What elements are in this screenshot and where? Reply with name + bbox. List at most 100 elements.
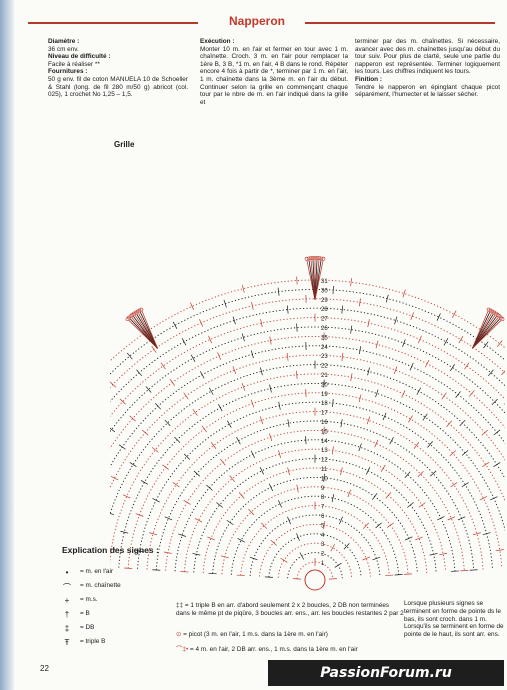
stitch-mark <box>482 532 491 536</box>
stitch-mark <box>210 442 217 449</box>
stitch-mark <box>358 443 362 452</box>
picot-mark <box>500 317 505 321</box>
stitch-mark <box>164 419 171 427</box>
legend-label: = DB <box>80 624 95 631</box>
stitch-mark <box>417 335 422 344</box>
picot-mark <box>133 310 138 315</box>
stitch-mark <box>220 555 229 559</box>
stitch-mark <box>237 538 245 543</box>
picot-mark <box>321 256 326 261</box>
stitch-mark <box>250 450 255 459</box>
stitch-mark <box>472 532 481 536</box>
stitch-mark <box>199 319 204 327</box>
stitch-mark <box>220 458 226 466</box>
stitch-mark <box>429 470 437 477</box>
round-number: 30 <box>321 288 328 294</box>
chain-round-arc <box>110 345 505 468</box>
page-spine <box>0 0 14 690</box>
chain-round-arc <box>287 552 343 579</box>
page-number: 22 <box>40 664 49 673</box>
header-rule-left <box>28 22 198 24</box>
stitch-mark <box>269 433 273 442</box>
note-triple-b: ‡‡ = 1 triple B en arr. d'abord seulemen… <box>176 602 404 617</box>
stitch-mark <box>260 367 263 376</box>
round-number: 4 <box>321 533 325 539</box>
stitch-mark <box>162 464 169 470</box>
stitch-mark <box>380 464 386 472</box>
chain-round-arc <box>277 542 353 578</box>
stitch-mark <box>286 305 289 314</box>
stitch-mark <box>372 556 381 561</box>
stitch-mark <box>504 403 505 405</box>
stitch-mark <box>460 570 469 572</box>
stitch-mark <box>331 494 335 503</box>
fan-stitch <box>141 311 158 349</box>
legend-title: Explication des signes : <box>62 545 159 555</box>
stitch-mark <box>238 492 245 499</box>
picot-mark <box>137 308 142 313</box>
stitch-mark <box>413 442 420 449</box>
stitch-mark <box>464 362 470 370</box>
stitch-mark <box>241 382 246 391</box>
stitch-mark <box>192 553 201 556</box>
stitch-mark <box>350 373 353 382</box>
stitch-mark <box>151 345 157 353</box>
round-number: 12 <box>321 458 328 464</box>
legend-symbol-icon: + <box>64 596 70 605</box>
note-chain-db: ⌒‡• = 4 m. en l'air, 2 DB arr. ens., 1 m… <box>176 646 358 653</box>
finishing-text: Tendre le napperon en épinglant chaque p… <box>355 83 500 99</box>
stitch-mark <box>429 553 438 556</box>
legend-item: ‡= DB <box>58 624 198 634</box>
chain-round-arc <box>184 448 446 572</box>
stitch-mark <box>261 522 268 529</box>
stitch-mark <box>450 364 455 372</box>
picot-mark <box>317 256 322 261</box>
stitch-mark <box>362 556 371 561</box>
picot-mark <box>306 256 311 261</box>
stitch-mark <box>251 301 254 310</box>
picot-mark <box>304 256 309 261</box>
difficulty-heading: Niveau de difficulté : <box>48 53 111 61</box>
stitch-mark <box>160 362 166 370</box>
stitch-mark <box>443 338 449 346</box>
stitch-mark <box>449 450 456 457</box>
chain-round-arc <box>110 336 505 450</box>
stitch-mark <box>140 480 149 485</box>
stitch-mark <box>296 370 298 379</box>
stitch-mark <box>497 340 503 348</box>
stitch-mark <box>190 302 195 311</box>
stitch-mark <box>367 367 370 376</box>
stitch-mark <box>417 471 424 478</box>
round-number: 26 <box>321 326 328 332</box>
stitch-mark <box>277 287 280 296</box>
stitch-mark <box>122 494 131 499</box>
stitch-mark <box>452 310 457 318</box>
stitch-mark <box>207 536 215 541</box>
round-number: 9 <box>321 486 325 492</box>
stitch-mark <box>394 316 398 325</box>
stitch-mark <box>483 341 489 349</box>
stitch-mark <box>386 522 394 528</box>
stitch-mark <box>183 392 189 400</box>
stitch-mark <box>183 500 191 505</box>
stitch-mark <box>350 278 352 287</box>
stitch-mark <box>446 420 453 427</box>
round-number: 3 <box>321 542 325 548</box>
stitch-mark <box>223 299 227 308</box>
note-pointed-symbols: Lorsque plusieurs signes se terminent en… <box>404 600 504 639</box>
stitch-mark <box>149 532 158 536</box>
stitch-mark <box>461 450 469 456</box>
chain-round-arc <box>110 317 505 417</box>
stitch-mark <box>375 340 379 349</box>
stitch-mark <box>163 551 172 554</box>
chain-round-arc <box>137 401 493 569</box>
stitch-mark <box>201 425 208 433</box>
stitch-mark <box>358 298 361 307</box>
round-number: 21 <box>321 373 328 379</box>
stitch-mark <box>488 369 494 377</box>
stitch-mark <box>334 562 342 568</box>
legend-label: = B <box>80 610 90 617</box>
stitch-mark <box>287 516 291 525</box>
stitch-mark <box>250 350 254 359</box>
stitch-mark <box>341 352 344 361</box>
